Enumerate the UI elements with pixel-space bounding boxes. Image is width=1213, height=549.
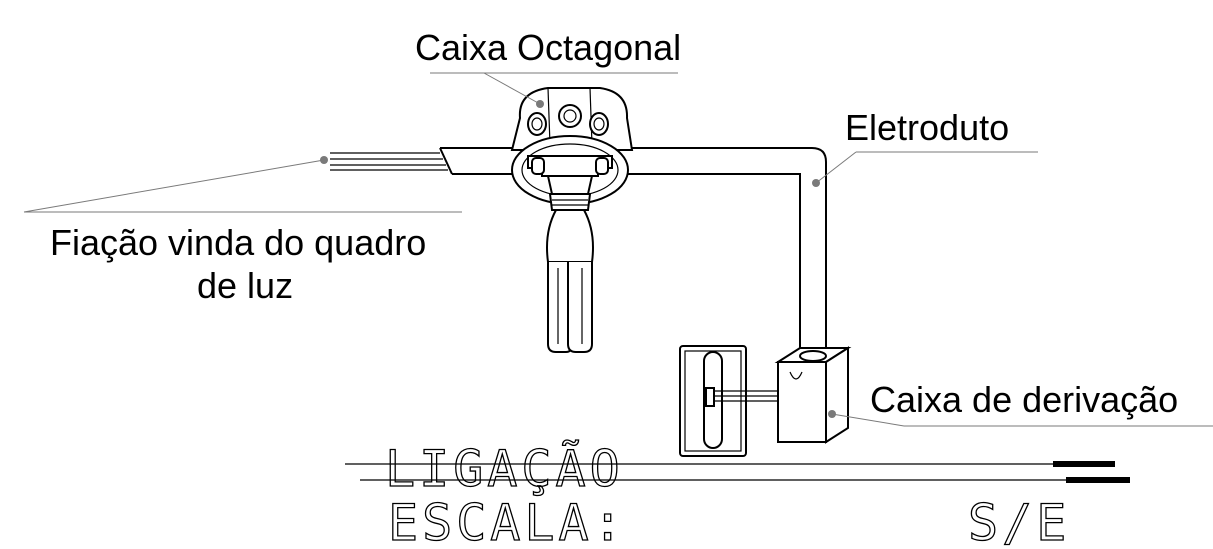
leader-lines (23, 72, 1213, 427)
caixa-derivacao-box (774, 346, 852, 444)
label-caixa-octagonal: Caixa Octagonal (415, 27, 681, 68)
title-ligacao: LIGAÇÃO (385, 440, 624, 498)
scale-value: S/E (968, 494, 1070, 549)
title-block: LIGAÇÃO ESCALA: S/E (345, 439, 1130, 549)
label-eletroduto: Eletroduto (845, 107, 1009, 148)
fiacao-wires (330, 152, 448, 171)
lamp (546, 193, 594, 353)
label-caixa-derivacao: Caixa de derivação (870, 379, 1178, 420)
scale-label: ESCALA: (388, 494, 627, 549)
caixa-octagonal-box (510, 87, 634, 205)
eletroduto-conduit (439, 147, 827, 358)
label-fiacao-line1: Fiação vinda do quadro (50, 222, 426, 263)
label-fiacao-line2: de luz (197, 265, 293, 306)
